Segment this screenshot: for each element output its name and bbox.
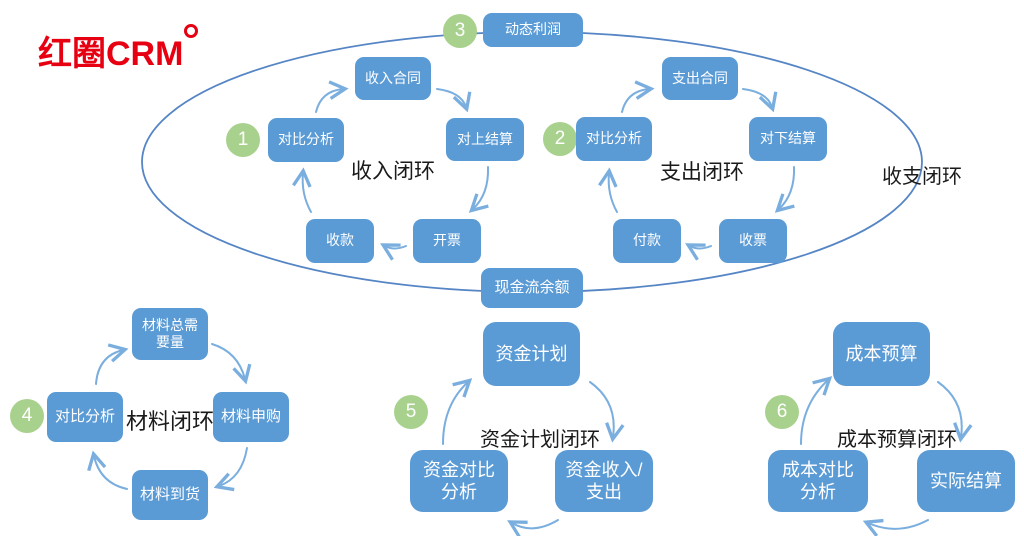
arrow-expense-receipt-to-payment (690, 246, 712, 249)
step-badge-1: 1 (226, 123, 260, 157)
label-overall-loop: 收支闭环 (882, 166, 962, 188)
arrow-material-arrival-to-analysis (94, 456, 128, 490)
step-badge-6: 6 (765, 395, 799, 429)
arrow-income-analysis-to-contract (315, 89, 343, 113)
arrow-expense-contract-to-settlement (742, 88, 772, 107)
label-expense-loop: 支出闭环 (660, 161, 744, 184)
node-expense-payment: 付款 (613, 219, 681, 263)
logo: 红圈CRM (38, 24, 199, 75)
node-income-invoicing: 开票 (413, 219, 481, 263)
node-expense-contract: 支出合同 (662, 57, 738, 100)
step-badge-3: 3 (443, 14, 477, 48)
arrow-expense-payment-to-analysis (609, 173, 618, 213)
arrow-material-analysis-to-total (95, 350, 123, 385)
step-badge-4: 4 (10, 399, 44, 433)
arrow-expense-analysis-to-contract (621, 89, 649, 113)
node-fund-income-expense: 资金收入/ 支出 (555, 450, 653, 512)
node-material-purchase: 材料申购 (213, 392, 289, 442)
node-income-contract: 收入合同 (355, 57, 431, 100)
arrow-fund-plan-to-inout (589, 381, 614, 437)
arrow-fund-analysis-to-plan (442, 382, 468, 445)
arrow-cost-budget-to-actual (937, 381, 962, 437)
node-cost-actual-settlement: 实际结算 (917, 450, 1015, 512)
step-badge-2: 2 (543, 122, 577, 156)
arrow-material-purchase-to-arrival (219, 447, 248, 486)
node-material-analysis: 对比分析 (47, 392, 123, 442)
arrow-income-settlement-to-invoicing (473, 166, 490, 209)
logo-text: 红圈CRM (38, 35, 184, 73)
node-fund-plan: 资金计划 (483, 322, 580, 386)
logo-ring-icon (184, 24, 199, 38)
overall-cycle-ellipse (141, 31, 923, 293)
node-income-collection: 收款 (306, 219, 374, 263)
arrow-income-contract-to-settlement (436, 88, 466, 107)
label-income-loop: 收入闭环 (351, 160, 435, 183)
node-dynamic-profit: 动态利润 (483, 13, 583, 47)
node-cost-budget: 成本预算 (833, 322, 930, 386)
node-fund-analysis: 资金对比 分析 (410, 450, 508, 512)
label-fund-loop: 资金计划闭环 (480, 429, 600, 451)
label-cost-loop: 成本预算闭环 (837, 429, 957, 451)
arrow-income-collection-to-analysis (303, 173, 312, 213)
step-badge-5: 5 (394, 395, 428, 429)
node-expense-settlement: 对下结算 (749, 117, 827, 161)
arrow-material-total-to-purchase (211, 343, 245, 379)
node-material-total-demand: 材料总需 要量 (132, 308, 208, 360)
label-material-loop: 材料闭环 (125, 409, 215, 434)
node-cashflow-balance: 现金流余额 (481, 268, 583, 308)
node-cost-analysis: 成本对比 分析 (768, 450, 868, 512)
node-income-settlement: 对上结算 (446, 118, 524, 161)
node-expense-analysis: 对比分析 (576, 117, 652, 161)
node-expense-receipt: 收票 (719, 219, 787, 263)
arrow-fund-inout-to-analysis (512, 519, 559, 528)
arrow-expense-settlement-to-receipt (779, 166, 796, 209)
arrow-income-invoicing-to-collection (385, 246, 407, 249)
arrow-cost-actual-to-analysis (868, 520, 929, 529)
arrow-cost-analysis-to-budget (800, 380, 828, 445)
node-material-arrival: 材料到货 (132, 470, 208, 520)
node-income-analysis: 对比分析 (268, 118, 344, 162)
